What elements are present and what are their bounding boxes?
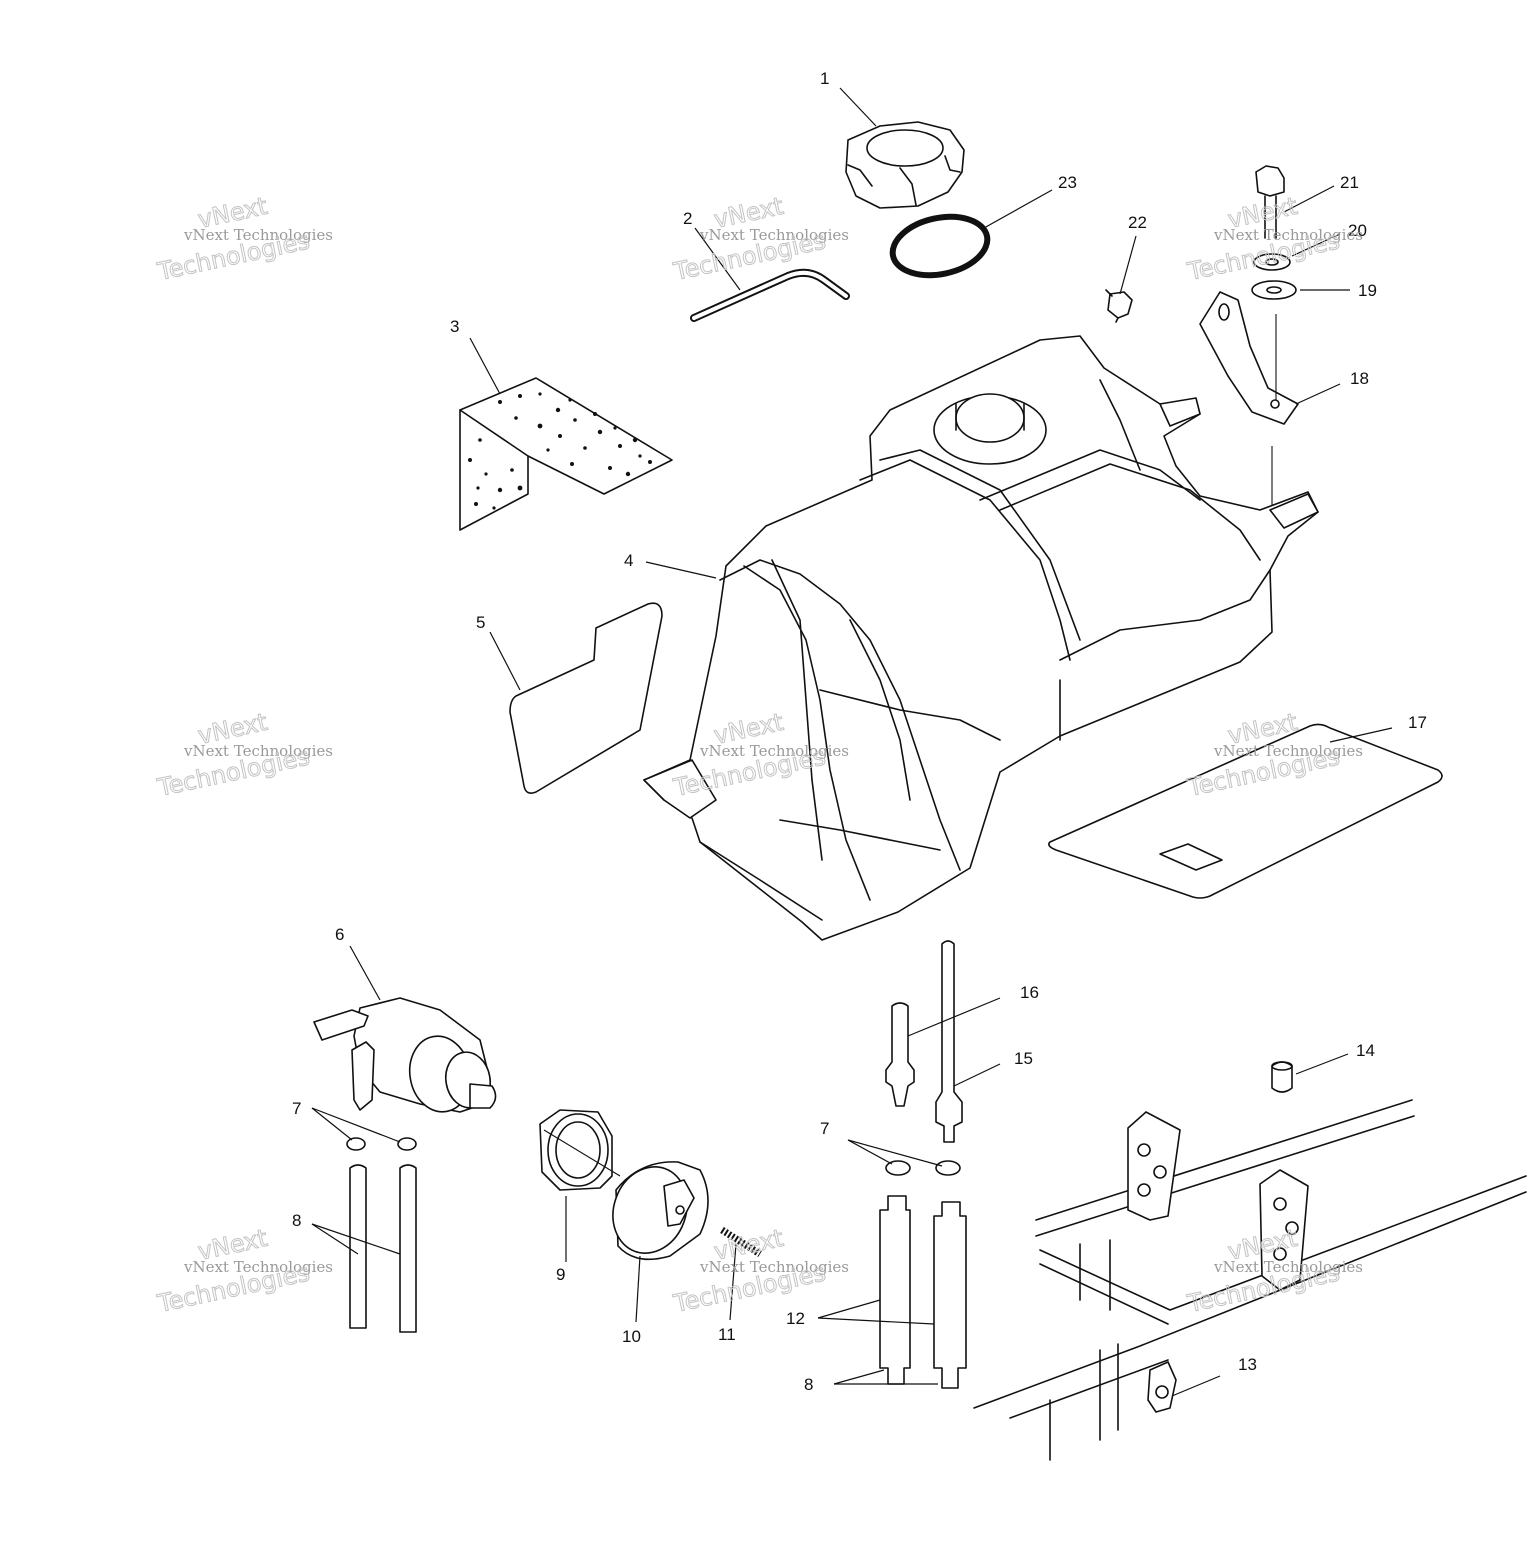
part-inline-filters [879, 1195, 967, 1389]
part-pump-body [612, 1161, 709, 1261]
callout-8-right: 8 [804, 1375, 813, 1394]
callout-19: 19 [1358, 281, 1377, 300]
part-o-ring [889, 213, 991, 279]
callout-17: 17 [1408, 713, 1427, 732]
callout-3: 3 [450, 317, 459, 336]
callout-14: 14 [1356, 1041, 1375, 1060]
svg-text:vNext Technologies: vNext Technologies [699, 226, 849, 244]
svg-text:vNext Technologies: vNext Technologies [1213, 742, 1363, 760]
callout-15: 15 [1014, 1049, 1033, 1068]
callout-8-left: 8 [292, 1211, 301, 1230]
callout-10: 10 [622, 1327, 641, 1346]
part-decal [509, 602, 663, 794]
callout-22: 22 [1128, 213, 1147, 232]
part-foam-pad [459, 377, 673, 531]
watermark-bottom-center: vNext vNext Technologies Technologies [670, 1223, 849, 1318]
callout-12: 12 [786, 1309, 805, 1328]
part-bolt [1255, 165, 1285, 239]
callout-2: 2 [683, 209, 692, 228]
callout-6: 6 [335, 925, 344, 944]
svg-text:vNext Technologies: vNext Technologies [699, 742, 849, 760]
callout-9: 9 [556, 1265, 565, 1284]
part-vent-hose [690, 268, 850, 322]
callout-1: 1 [820, 69, 829, 88]
callout-23: 23 [1058, 173, 1077, 192]
part-fitting [1105, 289, 1133, 323]
watermarks: vNext vNext Technologies Technologies vN… [154, 191, 1363, 1318]
part-tube-fitting [885, 1002, 915, 1107]
watermark-top-left: vNext vNext Technologies Technologies [154, 191, 333, 286]
callout-13: 13 [1238, 1355, 1257, 1374]
part-spring [720, 1227, 762, 1257]
svg-text:vNext Technologies: vNext Technologies [183, 742, 333, 760]
callout-16: 16 [1020, 983, 1039, 1002]
part-washer-20 [1253, 253, 1291, 271]
part-skid-plate [1048, 723, 1443, 899]
watermark-mid-left: vNext vNext Technologies Technologies [154, 707, 333, 802]
part-bracket [1199, 291, 1299, 425]
callout-11: 11 [718, 1325, 736, 1344]
part-fuel-filter [313, 997, 497, 1113]
callout-5: 5 [476, 613, 485, 632]
callout-7-right: 7 [820, 1119, 829, 1138]
svg-text:vNext Technologies: vNext Technologies [183, 226, 333, 244]
assembly-line-pump [543, 1129, 621, 1177]
part-fuel-tank [643, 335, 1319, 941]
svg-text:vNext Technologies: vNext Technologies [1213, 1258, 1363, 1276]
part-hose-clamps-right [885, 1160, 961, 1176]
callout-21: 21 [1340, 173, 1359, 192]
callout-18: 18 [1350, 369, 1369, 388]
callout-4: 4 [624, 551, 633, 570]
watermark-bottom-right: vNext vNext Technologies Technologies [1184, 1223, 1363, 1318]
watermark-top-right: vNext vNext Technologies Technologies [1184, 191, 1363, 286]
svg-text:vNext Technologies: vNext Technologies [1213, 226, 1363, 244]
part-long-stem [935, 940, 963, 1143]
part-frame [973, 1099, 1527, 1461]
watermark-top-center: vNext vNext Technologies Technologies [670, 191, 849, 286]
part-hose-clamps-left [346, 1137, 417, 1151]
part-washer-19 [1251, 280, 1297, 300]
callout-7-left: 7 [292, 1099, 301, 1118]
watermark-bottom-left: vNext vNext Technologies Technologies [154, 1223, 333, 1318]
svg-text:vNext Technologies: vNext Technologies [183, 1258, 333, 1276]
svg-text:vNext Technologies: vNext Technologies [699, 1258, 849, 1276]
part-spacer [1271, 1061, 1293, 1093]
callout-labels: 1 2 3 4 5 6 7 7 8 8 9 10 11 12 13 14 15 … [292, 69, 1427, 1394]
part-fuel-cap [845, 121, 965, 209]
leader-lines [311, 87, 1393, 1397]
callout-20: 20 [1348, 221, 1367, 240]
part-fuel-lines-left [349, 1164, 417, 1333]
